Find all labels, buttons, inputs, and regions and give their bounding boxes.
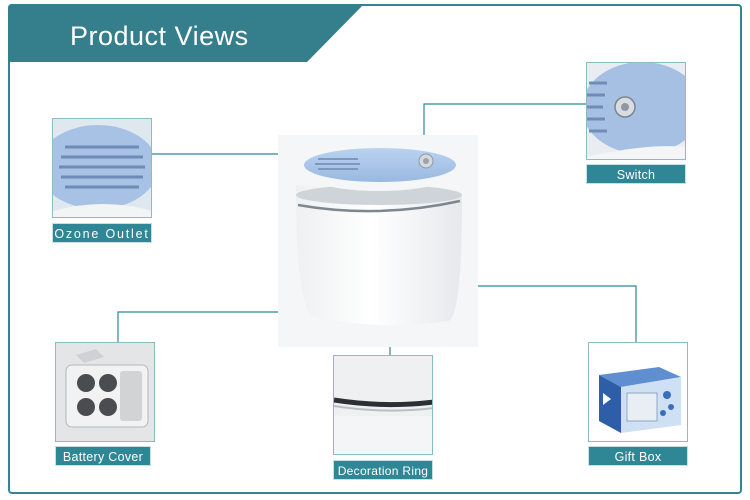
ozone-outlet-photo xyxy=(52,118,152,218)
decoration-ring-label: Decoration Ring xyxy=(333,460,433,480)
gift-connector xyxy=(456,285,637,342)
switch-label: Switch xyxy=(586,164,686,184)
page-title: Product Views xyxy=(70,21,249,51)
decoration-ring-photo xyxy=(333,355,433,455)
title-banner: Product Views xyxy=(8,4,364,62)
switch-photo xyxy=(586,62,686,160)
battery-cover-photo xyxy=(55,342,155,442)
gift-box-label: Gift Box xyxy=(588,446,688,466)
gift-box-photo xyxy=(588,342,688,442)
content-frame xyxy=(8,4,742,494)
battery-connector xyxy=(117,311,316,342)
ozone-outlet-label: Ozone Outlet xyxy=(52,223,152,243)
device-photo xyxy=(278,135,478,347)
battery-cover-label: Battery Cover xyxy=(55,446,151,466)
